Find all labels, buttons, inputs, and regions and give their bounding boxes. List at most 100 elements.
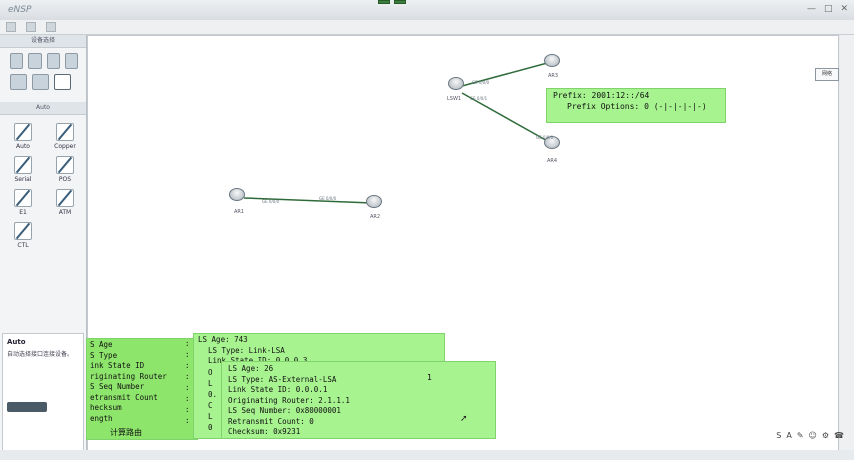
lsa-line: LS Age: 26: [228, 364, 274, 373]
lsa-popup-external: LS Age: 26 LS Type: AS-External-LSA Link…: [221, 361, 496, 439]
cloud-device-icon[interactable]: [32, 74, 49, 90]
wlan-device-icon[interactable]: [46, 53, 60, 69]
minimize-icon[interactable]: —: [806, 4, 816, 14]
cable-label: Auto: [16, 143, 30, 150]
device-sidebar: 设备选择 Auto Auto Copper Serial POS E1 ATM …: [0, 35, 87, 460]
recorder-button-2[interactable]: [394, 0, 406, 4]
toolbar-open-icon[interactable]: [26, 22, 37, 32]
cable-label: E1: [19, 209, 27, 216]
cable-e1[interactable]: E1: [2, 189, 44, 216]
lsa-peek: O: [208, 368, 213, 377]
lsa-field: S Age: [90, 340, 113, 349]
lsa-line: Checksum: 0x9231: [228, 427, 301, 436]
lsa-peek: L: [208, 412, 213, 421]
info-button[interactable]: [7, 402, 47, 412]
tray-s-icon[interactable]: S: [776, 431, 782, 440]
copper-cable-icon: [56, 123, 74, 141]
router-device-icon[interactable]: [10, 53, 24, 69]
cursor-icon: ➚: [460, 414, 468, 424]
status-bar: [0, 450, 854, 460]
cable-label: ATM: [58, 209, 72, 216]
cables-header: Auto: [0, 102, 86, 115]
toolbar-save-icon[interactable]: [46, 22, 57, 32]
cable-ctl[interactable]: CTL: [2, 222, 44, 249]
node-label: AR2: [370, 214, 381, 220]
lsa-peek: 0.: [208, 390, 218, 399]
ar3-router-icon[interactable]: [544, 54, 560, 67]
lsa-field: S Type: [90, 350, 118, 360]
canvas-side-button[interactable]: 网络: [815, 68, 839, 81]
lsa-line: LS Seq Number: 0x80000001: [228, 406, 341, 415]
lsa-colon: :: [185, 383, 190, 392]
lsa-colon: :: [185, 350, 190, 359]
firewall-device-icon[interactable]: [64, 53, 78, 69]
cable-pos[interactable]: POS: [44, 156, 86, 183]
pos-cable-icon: [56, 156, 74, 174]
tray-gear-icon[interactable]: ⚙: [821, 431, 830, 440]
lsa-field: etransmit Count: [90, 392, 158, 402]
cable-atm[interactable]: ATM: [44, 189, 86, 216]
close-icon[interactable]: ✕: [840, 4, 848, 14]
tray-icons: S A ✎ ☺ ⚙ ☎: [776, 431, 844, 440]
lsa-line: Originating Router: 2.1.1.1: [228, 395, 350, 405]
lsa-field: riginating Router: [90, 371, 167, 381]
device-row-2: [0, 69, 86, 90]
recorder-button-1[interactable]: [378, 0, 390, 4]
lsa-colon: :: [185, 339, 190, 348]
ar2-router-icon[interactable]: [366, 195, 382, 208]
maximize-icon[interactable]: □: [823, 4, 833, 14]
cable-label: POS: [58, 176, 72, 183]
vertical-scrollbar[interactable]: [840, 35, 854, 460]
tray-face-icon[interactable]: ☺: [808, 431, 817, 440]
lsa-field: hecksum: [90, 403, 122, 412]
node-label: LSW1: [447, 96, 462, 102]
prefix-options-line: Prefix Options: 0 (-|-|-|-|-): [567, 101, 707, 111]
lsa-line: Retransmit Count: 0: [228, 416, 314, 426]
prefix-popup: Prefix: 2001:12::/64 Prefix Options: 0 (…: [546, 88, 726, 123]
ctl-cable-icon: [14, 222, 32, 240]
app-title: eNSP: [8, 5, 32, 15]
lsa-line: LS Type: AS-External-LSA: [228, 374, 337, 384]
cable-copper[interactable]: Copper: [44, 123, 86, 150]
cable-label: Copper: [54, 143, 76, 150]
info-desc: 自动选择接口连接设备。: [7, 351, 74, 358]
port-label: GE 0/0/0: [262, 199, 280, 204]
serial-cable-icon: [14, 156, 32, 174]
toolbar-new-icon[interactable]: [6, 22, 16, 32]
lsa-field: ength: [90, 413, 113, 423]
e1-cable-icon: [14, 189, 32, 207]
toolbar: [0, 20, 854, 35]
cable-info-box: Auto 自动选择接口连接设备。: [2, 333, 84, 457]
lsa-line: LS Type: Link-LSA: [208, 345, 285, 355]
devices-header: 设备选择: [0, 35, 86, 48]
node-label: AR4: [547, 158, 558, 164]
tray-pen-icon[interactable]: ✎: [796, 431, 804, 440]
cable-device-icon[interactable]: [54, 74, 71, 90]
calc-route-label: 计算路由: [110, 428, 142, 437]
tray-phone-icon[interactable]: ☎: [834, 431, 844, 440]
tray-a-icon[interactable]: A: [786, 431, 792, 440]
port-label: GE 0/0/0: [536, 135, 554, 140]
lsa-peek: L: [208, 379, 213, 388]
switch-device-icon[interactable]: [28, 53, 42, 69]
node-label: AR1: [234, 209, 245, 215]
cable-label: Serial: [14, 176, 32, 183]
lsw1-icon[interactable]: [448, 77, 464, 90]
ar4-router-icon[interactable]: [544, 136, 560, 149]
ar1-router-icon[interactable]: [229, 188, 245, 201]
lsa-popup-left: S Age S Type ink State ID riginating Rou…: [86, 338, 198, 440]
lsa-colon: :: [185, 361, 190, 370]
auto-cable-icon: [14, 123, 32, 141]
cable-serial[interactable]: Serial: [2, 156, 44, 183]
lsa-field: ink State ID: [90, 361, 145, 370]
lsa-colon: :: [185, 416, 190, 425]
lsa-line: LS Age: 743: [198, 335, 248, 344]
recorder-bar: [378, 0, 406, 4]
info-title: Auto: [7, 338, 26, 346]
lsa-line: Link State ID: 0.0.0.3: [208, 356, 307, 365]
pc-device-icon[interactable]: [10, 74, 27, 90]
cable-auto[interactable]: Auto: [2, 123, 44, 150]
cable-list: Auto Copper Serial POS E1 ATM CTL: [0, 115, 86, 249]
cable-label: CTL: [17, 242, 29, 249]
prefix-line: Prefix: 2001:12::/64: [553, 91, 650, 100]
